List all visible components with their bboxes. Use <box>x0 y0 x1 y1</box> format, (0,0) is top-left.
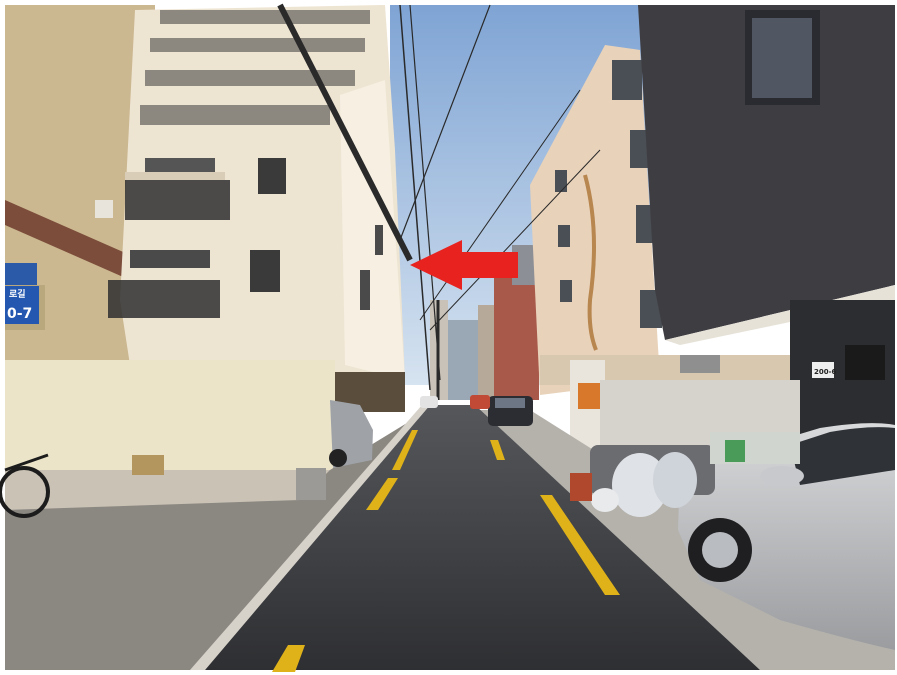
power-lines <box>277 3 601 400</box>
stool <box>296 468 326 500</box>
building-number-sign: 200-6 <box>814 368 837 376</box>
trash-bags <box>570 432 800 517</box>
left-plaza <box>5 470 330 510</box>
distant-buildings <box>430 245 539 400</box>
right-brick-building: 200-6 <box>638 5 895 440</box>
cardboard-box <box>132 455 164 475</box>
street-sign-top: 로길 <box>9 288 26 300</box>
street-sign: 로길 0-7 <box>5 263 39 324</box>
lane-markings <box>272 430 620 672</box>
dark-car-on-road <box>488 396 533 426</box>
right-parked-car <box>678 423 895 650</box>
red-arrow-left <box>410 240 518 290</box>
distant-cars <box>420 395 490 409</box>
road <box>205 405 760 670</box>
street-sign-number: 0-7 <box>7 306 32 322</box>
bicycle <box>0 453 50 518</box>
left-parked-car <box>329 400 373 468</box>
